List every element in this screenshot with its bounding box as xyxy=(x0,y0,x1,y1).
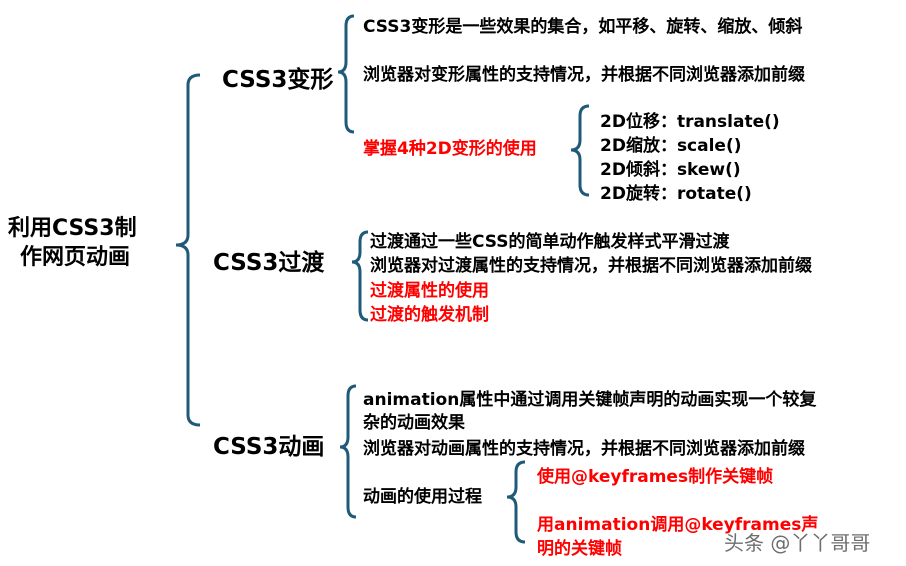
transform-brace xyxy=(337,14,355,134)
transition-item: 浏览器对过渡属性的支持情况，并根据不同浏览器添加前缀 xyxy=(370,256,812,276)
transform-item: CSS3变形是一些效果的集合，如平移、旋转、缩放、倾斜 xyxy=(363,17,803,37)
transform-sub-item: 2D倾斜：skew() xyxy=(600,160,741,180)
transition-item: 过渡通过一些CSS的简单动作触发样式平滑过渡 xyxy=(370,232,730,252)
animation-item: 浏览器对动画属性的支持情况，并根据不同浏览器添加前缀 xyxy=(363,439,805,459)
root-brace xyxy=(175,73,201,427)
transform-sub-item: 2D位移：translate() xyxy=(600,112,780,132)
node-animation: CSS3动画 xyxy=(213,434,325,460)
animation-item: animation属性中通过调用关键帧声明的动画实现一个较复 xyxy=(363,390,817,410)
transform-item: 浏览器对变形属性的支持情况，并根据不同浏览器添加前缀 xyxy=(363,65,805,85)
transition-brace xyxy=(351,230,369,322)
transform-highlight: 掌握4种2D变形的使用 xyxy=(363,139,537,159)
node-transition: CSS3过渡 xyxy=(213,250,325,276)
animation-brace xyxy=(339,384,357,519)
animation-step: 使用@keyframes制作关键帧 xyxy=(537,467,774,487)
root-title-line2: 作网页动画 xyxy=(20,245,131,270)
transform-2d-brace xyxy=(570,104,590,197)
root-title-line1: 利用CSS3制 xyxy=(8,216,137,241)
transition-highlight: 过渡属性的使用 xyxy=(370,281,489,301)
animation-step: 用animation调用@keyframes声 xyxy=(537,515,819,535)
animation-item: 杂的动画效果 xyxy=(363,413,465,433)
animation-step: 明的关键帧 xyxy=(537,539,622,559)
transform-sub-item: 2D旋转：rotate() xyxy=(600,184,752,204)
node-transform: CSS3变形 xyxy=(222,67,334,93)
transform-sub-item: 2D缩放：scale() xyxy=(600,136,742,156)
watermark: 头条 @丫丫哥哥 xyxy=(724,531,871,555)
transition-highlight: 过渡的触发机制 xyxy=(370,305,489,325)
animation-process-brace xyxy=(506,460,526,544)
animation-process: 动画的使用过程 xyxy=(363,487,482,507)
